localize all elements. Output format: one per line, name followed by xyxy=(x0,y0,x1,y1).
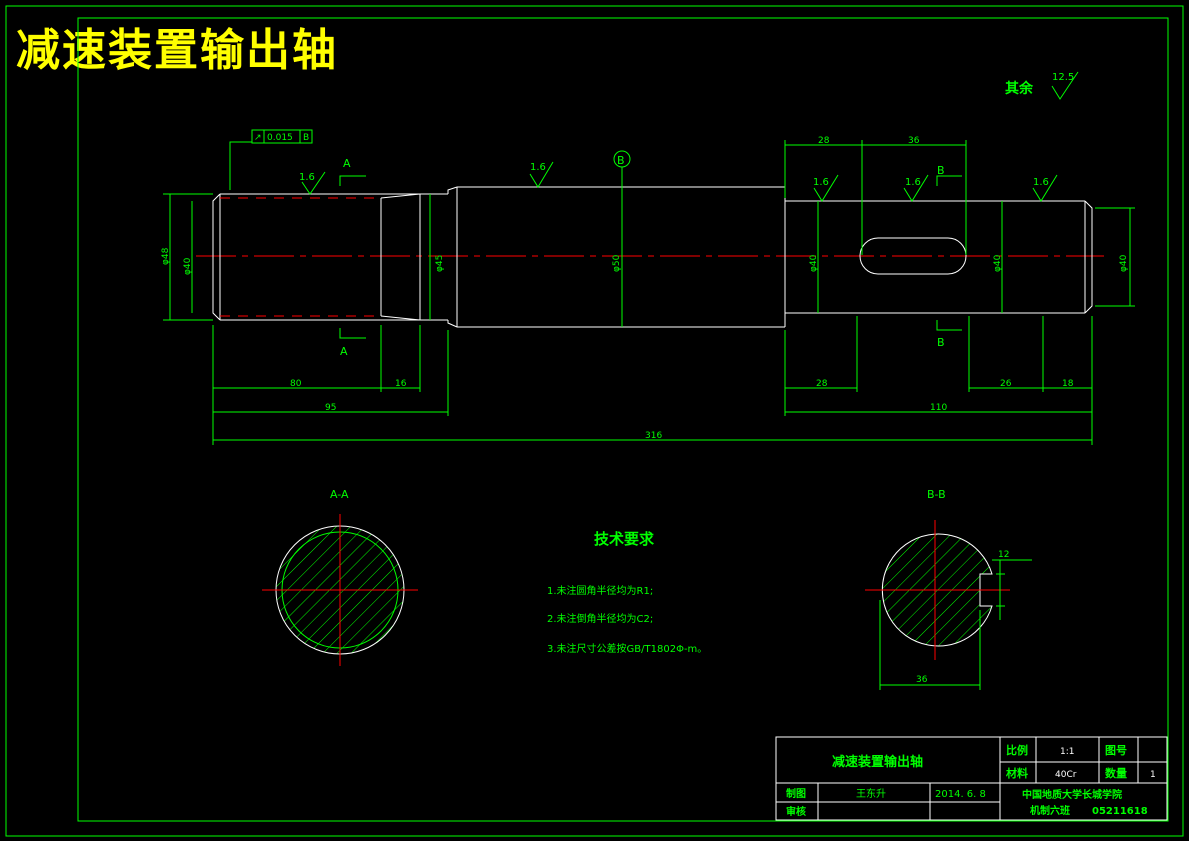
outer-frame xyxy=(5,5,1184,837)
section-a-top: A xyxy=(343,157,351,170)
tb-drawing-no-label: 图号 xyxy=(1105,744,1127,757)
tech-item-1: 1.未注圆角半径均为R1; xyxy=(547,584,653,597)
tolerance-symbol: ↗ xyxy=(254,133,262,143)
dim-18: 18 xyxy=(1062,379,1074,389)
keyway-depth: 36 xyxy=(916,675,928,685)
roughness-3: 1.6 xyxy=(813,177,829,188)
thread-lines xyxy=(220,197,381,317)
roughness-4: 1.6 xyxy=(905,177,921,188)
section-b-bottom: B xyxy=(937,336,945,349)
tb-material: 40Cr xyxy=(1055,770,1077,780)
drawing-title: 减速装置输出轴 xyxy=(16,25,338,76)
tb-scale: 1:1 xyxy=(1060,747,1074,757)
rough-other-value: 12.5 xyxy=(1052,72,1074,83)
section-a-bottom: A xyxy=(340,345,348,358)
tb-class: 机制六班 xyxy=(1030,804,1070,817)
dimension-lines xyxy=(163,129,1135,445)
tb-material-label: 材料 xyxy=(1006,766,1028,780)
tb-drawn-by: 王东升 xyxy=(856,787,886,800)
dia-45: φ45 xyxy=(435,255,445,272)
tech-item-3: 3.未注尺寸公差按GB/T1802Φ-m。 xyxy=(547,642,707,655)
section-bb-label: B-B xyxy=(927,488,946,501)
tolerance-value: 0.015 xyxy=(267,133,293,143)
datum-label: B xyxy=(617,154,625,167)
tb-school: 中国地质大学长城学院 xyxy=(1022,788,1122,801)
tb-qty-label: 数量 xyxy=(1105,766,1127,780)
shaft-outline xyxy=(212,186,1093,328)
keyway-width: 12 xyxy=(998,550,1009,560)
tb-scale-label: 比例 xyxy=(1006,743,1028,757)
tb-drawn-label: 制图 xyxy=(786,787,806,800)
section-b-top: B xyxy=(937,164,945,177)
section-bb-view: 12 36 xyxy=(865,520,1032,690)
dia-40-a: φ40 xyxy=(809,254,819,272)
dim-26: 26 xyxy=(1000,379,1012,389)
dia-48: φ48 xyxy=(161,247,171,265)
rough-other-label: 其余 xyxy=(1005,80,1034,97)
title-block xyxy=(775,736,1168,821)
tolerance-datum: B xyxy=(303,133,309,143)
tech-title: 技术要求 xyxy=(594,530,655,548)
tb-name: 减速装置输出轴 xyxy=(832,754,923,770)
tech-item-2: 2.未注倒角半径均为C2; xyxy=(547,612,653,625)
roughness-5: 1.6 xyxy=(1033,177,1049,188)
roughness-1: 1.6 xyxy=(299,172,315,183)
dim-28-top: 28 xyxy=(818,136,830,146)
tb-student-no: 05211618 xyxy=(1092,806,1148,817)
tb-date: 2014. 6. 8 xyxy=(935,789,986,800)
dim-36: 36 xyxy=(908,136,920,146)
roughness-2: 1.6 xyxy=(530,162,546,173)
dia-40-b: φ40 xyxy=(993,254,1003,272)
dim-95: 95 xyxy=(325,403,336,413)
section-aa-label: A-A xyxy=(330,488,349,501)
dim-316: 316 xyxy=(645,431,662,441)
section-aa-view xyxy=(262,514,418,666)
tb-check-label: 审核 xyxy=(786,805,806,818)
roughness-symbols xyxy=(301,71,1079,202)
tb-qty: 1 xyxy=(1150,770,1156,780)
dia-40-left: φ40 xyxy=(183,257,193,275)
dim-16: 16 xyxy=(395,379,407,389)
dim-28-bottom: 28 xyxy=(816,379,828,389)
dim-110: 110 xyxy=(930,403,947,413)
dim-80: 80 xyxy=(290,379,302,389)
dia-40-c: φ40 xyxy=(1119,254,1129,272)
dia-50: φ50 xyxy=(612,254,622,272)
inner-frame xyxy=(77,17,1169,822)
